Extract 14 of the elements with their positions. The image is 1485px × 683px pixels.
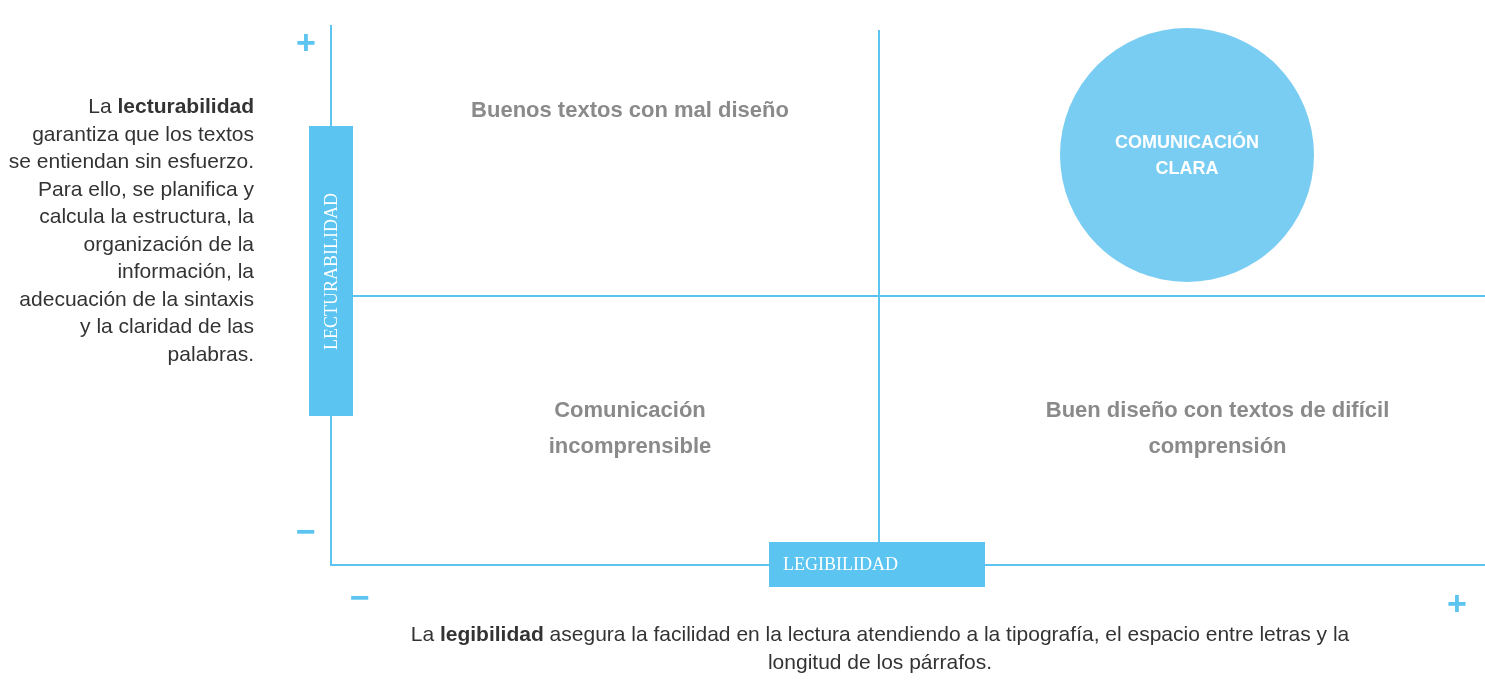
- quadrant-label: Buen diseño con textos de difícil comprensión: [1044, 396, 1391, 460]
- axis-label-box: [309, 126, 353, 416]
- plus-sign: +: [296, 25, 316, 59]
- plus-sign: +: [1447, 586, 1467, 620]
- axis-title: LECTURABILIDAD: [320, 192, 342, 350]
- description-paragraph: La lecturabilidad garantiza que los textos se entiendan sin esfuerzo. Para ello, se planifica y calcula la estructura, la organización de la información, la adecuación de la sintaxis y la claridad de las palabras.: [8, 93, 254, 367]
- minus-sign: −: [350, 580, 370, 614]
- circle-label: COMUNICACIÓN CLARA: [1114, 130, 1260, 180]
- quadrant-label: Comunicación incomprensible: [547, 396, 713, 460]
- minus-sign: −: [296, 514, 316, 548]
- description-paragraph: La legibilidad asegura la facilidad en la lectura atendiendo a la tipografía, el espacio entre letras y la longitud de los párrafos.: [409, 621, 1351, 675]
- quadrant-label: Buenos textos con mal diseño: [470, 96, 790, 124]
- axis-label-box: [769, 542, 985, 587]
- axis-title: LEGIBILIDAD: [782, 554, 898, 575]
